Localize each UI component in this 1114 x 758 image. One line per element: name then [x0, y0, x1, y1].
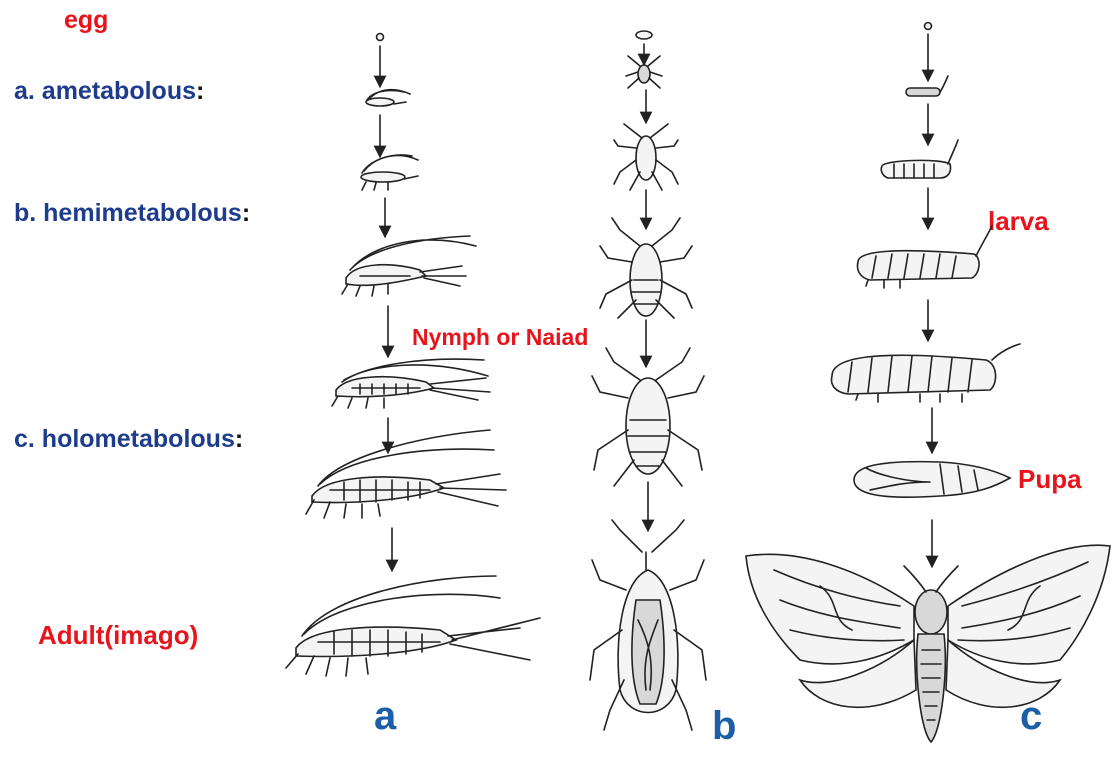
silverfish-adult — [286, 576, 540, 676]
bug-stage-4 — [592, 348, 704, 486]
caterpillar-stage-1 — [906, 76, 948, 96]
caterpillar-stage-4 — [832, 344, 1020, 402]
pupa — [854, 462, 1010, 498]
column-b-bug — [590, 31, 706, 730]
caterpillar-stage-3 — [858, 226, 993, 288]
bug-stage-3 — [600, 218, 692, 318]
silverfish-stage-5 — [306, 430, 506, 518]
caterpillar-stage-2 — [881, 140, 958, 178]
moth-adult — [746, 545, 1110, 742]
egg-b — [636, 31, 652, 39]
silverfish-stage-3 — [342, 236, 476, 296]
egg-a — [377, 34, 384, 41]
column-a-silverfish — [286, 34, 540, 677]
silverfish-stage-4 — [332, 359, 490, 408]
column-c-moth — [746, 23, 1110, 743]
silverfish-stage-2 — [361, 155, 418, 190]
egg-c — [925, 23, 932, 30]
bug-stage-2 — [614, 124, 678, 190]
bug-adult — [590, 520, 706, 730]
silverfish-stage-1 — [366, 90, 410, 106]
